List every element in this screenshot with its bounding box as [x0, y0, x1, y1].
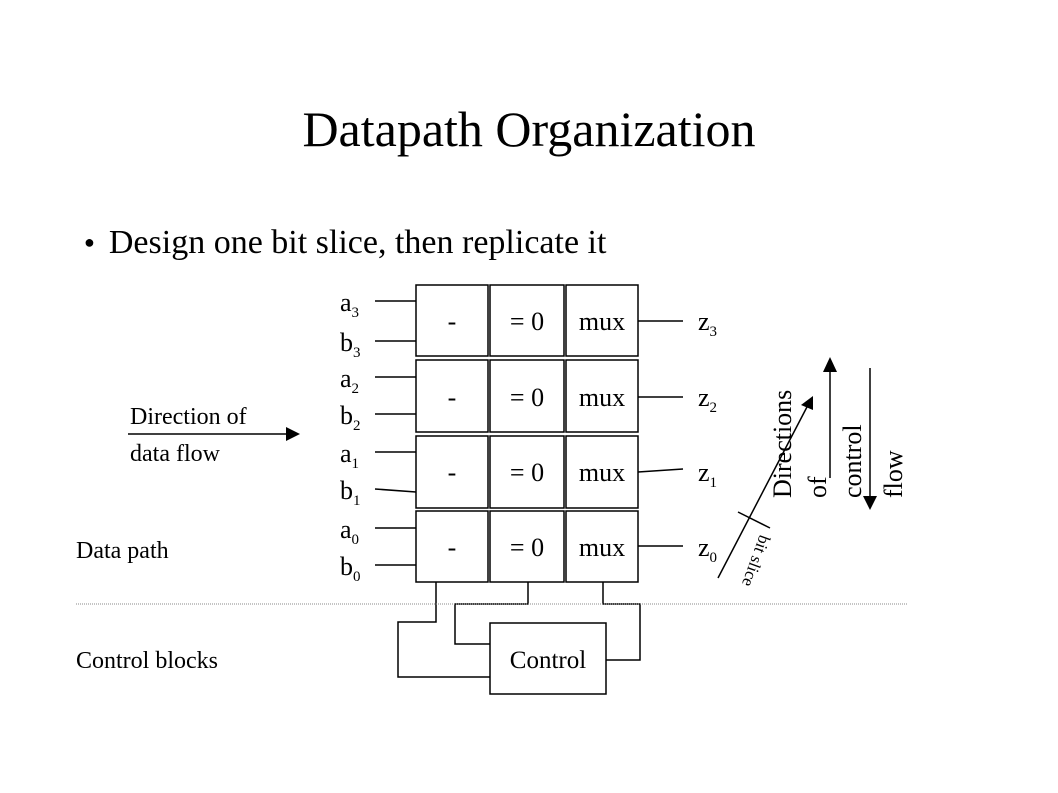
directions-of-label: of: [803, 476, 832, 498]
control-wire-zero: [454, 582, 529, 645]
cell-sub-3: [415, 284, 489, 357]
data-flow-label-line1: Direction of: [130, 404, 247, 430]
label-b3: b3: [340, 328, 361, 361]
label-a2: a2: [340, 364, 359, 397]
cell-label-zero-1: = 0: [510, 458, 544, 487]
data-flow-label-line2: data flow: [130, 441, 221, 467]
label-b2: b2: [340, 401, 361, 434]
bullet-text: Design one bit slice, then replicate it: [108, 224, 607, 261]
label-z0: z0: [698, 533, 717, 566]
control-label-rotated: control: [838, 424, 867, 498]
control-wire-sub: [397, 582, 490, 678]
cell-zero-0: [489, 510, 565, 583]
cell-label-sub-3: -: [448, 307, 457, 336]
cell-mux-2: [565, 359, 639, 433]
cell-zero-1: [489, 435, 565, 509]
cell-label-zero-2: = 0: [510, 383, 544, 412]
bullet-dot-icon: ●: [84, 232, 95, 252]
control-wire-mux: [602, 582, 641, 661]
control-block: [489, 622, 607, 695]
data-path-label: Data path: [76, 538, 169, 564]
cell-zero-3: [489, 284, 565, 357]
slide-title: Datapath Organization: [302, 101, 756, 157]
label-b0: b0: [340, 552, 361, 585]
label-z1: z1: [698, 458, 717, 491]
cell-label-sub-0: -: [448, 533, 457, 562]
label-b1: b1: [340, 476, 361, 509]
cell-label-mux-3: mux: [579, 307, 625, 336]
output-line-z1: [637, 468, 684, 473]
cell-label-zero-0: = 0: [510, 533, 544, 562]
cell-label-sub-1: -: [448, 458, 457, 487]
bit-slice-arrowhead: [801, 396, 813, 410]
cell-zero-2: [489, 359, 565, 433]
label-a0: a0: [340, 515, 359, 548]
bit-slice-arrow: [717, 404, 809, 579]
bit-slice-tick-1: [737, 511, 771, 529]
control-block-label: Control: [510, 647, 586, 674]
label-z3: z3: [698, 307, 717, 340]
control-flow-arrowhead-up: [823, 357, 837, 372]
control-blocks-label: Control blocks: [76, 648, 218, 674]
label-a1: a1: [340, 439, 359, 472]
bullet-item: ● Design one bit slice, then replicate it: [84, 224, 606, 262]
label-z2: z2: [698, 383, 717, 416]
cell-label-mux-1: mux: [579, 458, 625, 487]
data-flow-arrowhead: [286, 427, 300, 441]
flow-label-rotated: flow: [879, 450, 908, 498]
control-flow-arrowhead-down: [863, 496, 877, 510]
input-line-b1: [374, 488, 417, 493]
directions-label: Directions: [768, 390, 797, 498]
cell-label-mux-0: mux: [579, 533, 625, 562]
cell-label-zero-3: = 0: [510, 307, 544, 336]
cell-label-sub-2: -: [448, 383, 457, 412]
cell-label-mux-2: mux: [579, 383, 625, 412]
cell-sub-1: [415, 435, 489, 509]
cell-sub-0: [415, 510, 489, 583]
bit-slice-label: bit slice: [738, 533, 774, 590]
label-a3: a3: [340, 288, 359, 321]
cell-sub-2: [415, 359, 489, 433]
